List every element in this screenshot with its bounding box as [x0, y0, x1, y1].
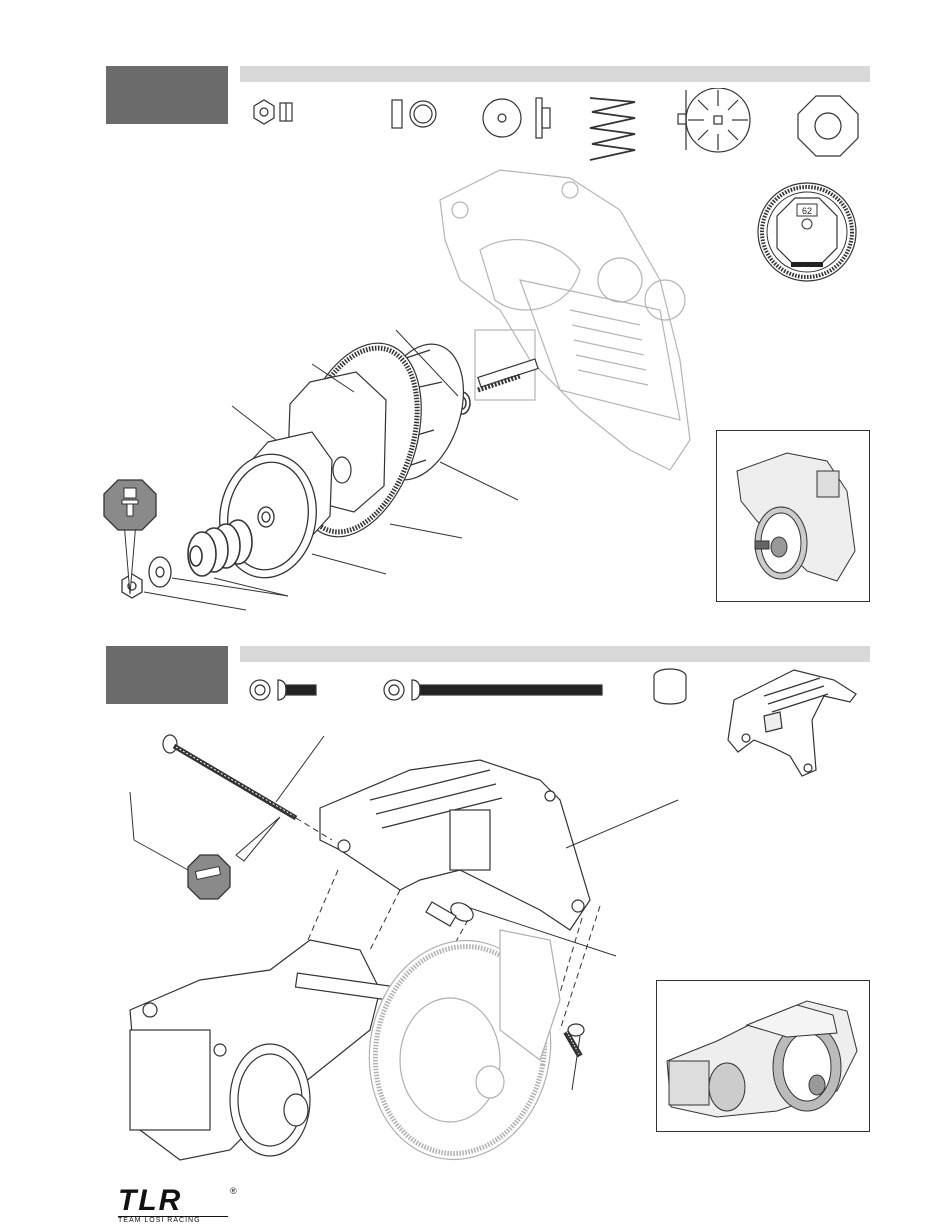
transmission: [130, 940, 396, 1160]
gear-teeth-label: 62: [802, 206, 812, 216]
step-header-band: [240, 66, 870, 82]
parts-strip-step-b: [240, 668, 700, 718]
top-brace-exploded-drawing: [120, 730, 680, 1170]
brand-logo: TLR TEAM LOSI RACING ®: [118, 1186, 238, 1226]
registered-mark: ®: [230, 1186, 237, 1196]
threadlock-callout-icon: [100, 478, 160, 598]
transmission-housing: [440, 170, 690, 470]
step-number-tab: [106, 66, 228, 124]
long-screw-icon: [384, 680, 602, 700]
washer-icon: [483, 98, 550, 138]
short-screw-icon: [250, 680, 316, 700]
spacer-icon: [654, 669, 686, 704]
threadlock-callout-icon: [184, 815, 284, 905]
bearing-icon: [392, 100, 436, 128]
brand-logo-subtext: TEAM LOSI RACING: [118, 1216, 228, 1224]
slipper-clutch-exploded-drawing: [100, 160, 700, 620]
spur-gear-detail: 62: [755, 180, 859, 284]
step-b-result-inset: [656, 980, 870, 1132]
step-a-result-inset: [716, 430, 870, 602]
spacer: [426, 899, 476, 926]
slipper-plate-icon: [678, 88, 750, 152]
parts-strip-step-a: [240, 88, 870, 168]
long-screw: [163, 735, 296, 818]
step-number-tab: [106, 646, 228, 704]
assembled-transmission-with-brace-icon: [657, 981, 869, 1131]
locknut-icon: [254, 100, 292, 124]
spring-icon: [590, 98, 635, 160]
short-screw: [566, 1024, 584, 1056]
brand-logo-text: TLR: [118, 1186, 238, 1216]
top-shaft: [478, 359, 538, 390]
top-brace-preview: [724, 660, 864, 780]
spur-gear-faded: [352, 926, 567, 1170]
assembled-transmission-icon: [717, 431, 869, 601]
slipper-pad-icon: [798, 96, 858, 156]
